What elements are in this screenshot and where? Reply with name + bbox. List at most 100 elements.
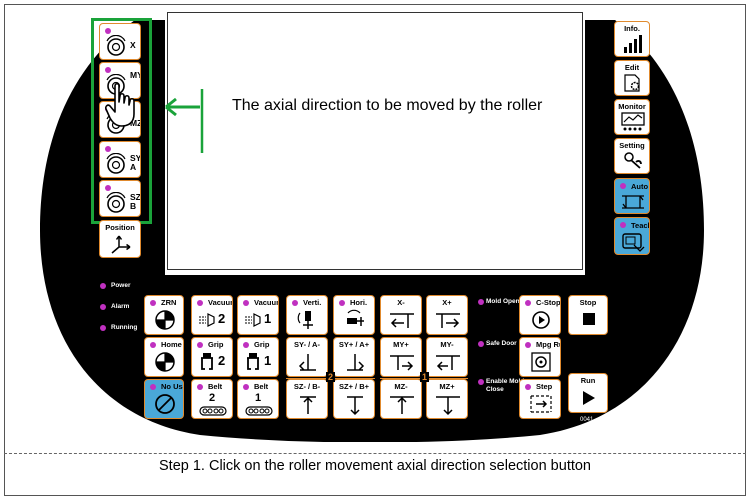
roller-icon: [106, 35, 126, 56]
safe-door-led: [478, 341, 484, 347]
roller-axis-sy-a-button[interactable]: SY A: [99, 141, 141, 178]
indicator-dot: [243, 342, 249, 348]
mold-open-label: Mold Open: [486, 298, 520, 305]
sy-minus-label: SY- / A-: [294, 340, 320, 349]
mz-plus-button[interactable]: MZ+: [426, 379, 468, 419]
target-icon: [155, 352, 175, 372]
axis-label: X: [130, 40, 136, 50]
grip-1-label: Grip: [254, 340, 270, 349]
home-label: Home: [161, 340, 182, 349]
conveyor-icon: [245, 406, 273, 416]
play-triangle-icon: [583, 391, 595, 405]
run-button[interactable]: Run: [568, 373, 608, 413]
indicator-dot: [150, 300, 156, 306]
belt-2-button[interactable]: Belt 2: [191, 379, 233, 419]
indicator-dot: [197, 342, 203, 348]
enable-mold-close-led: [478, 379, 484, 385]
sz-minus-b-minus-button[interactable]: SZ- / B-: [286, 379, 328, 419]
belt-1-button[interactable]: Belt 1: [237, 379, 279, 419]
indicator-dot: [525, 300, 531, 306]
grip-2-button[interactable]: Grip 2: [191, 337, 233, 377]
edit-button[interactable]: Edit: [614, 60, 650, 96]
bar-chart-icon: [624, 35, 642, 53]
mpg-run-label: Mpg Run: [536, 340, 560, 349]
indicator-dot: [620, 183, 626, 189]
c-stop-button[interactable]: C-Stop: [519, 295, 561, 335]
vacuum-1-button[interactable]: Vacuum 1: [237, 295, 279, 335]
axis-arrow-icon: [390, 355, 414, 371]
sz-plus-b-plus-button[interactable]: SZ+ / B+: [333, 379, 375, 419]
indicator-dot: [150, 342, 156, 348]
hori-button[interactable]: Hori.: [333, 295, 375, 335]
axis-arrow-icon: [436, 396, 460, 416]
figure-frame: [4, 4, 746, 496]
my-minus-button[interactable]: MY-: [426, 337, 468, 377]
hand-pointer-icon: [105, 82, 135, 127]
enable-mold-close-label: Enable Mold Close: [486, 378, 525, 393]
indicator-dot: [292, 300, 298, 306]
indicator-dot: [339, 300, 345, 306]
prohibited-icon: [155, 394, 175, 414]
conveyor-icon: [199, 406, 227, 416]
verti-button[interactable]: Verti.: [286, 295, 328, 335]
axis-arrow-icon: [390, 396, 414, 414]
alarm-led: [100, 304, 106, 310]
power-label: Power: [111, 282, 131, 289]
roller-axis-sz-b-button[interactable]: SZ B: [99, 180, 141, 217]
x-minus-button[interactable]: X-: [380, 295, 422, 335]
handwheel-icon: [531, 352, 551, 372]
x-plus-button[interactable]: X+: [426, 295, 468, 335]
serial-number: 0041: [580, 417, 594, 423]
zrn-button[interactable]: ZRN: [144, 295, 184, 335]
mz-plus-label: MZ+: [439, 382, 455, 391]
annotation-text: The axial direction to be moved by the r…: [232, 97, 543, 114]
step-caption: Step 1. Click on the roller movement axi…: [159, 458, 591, 474]
grip-1-button[interactable]: Grip 1: [237, 337, 279, 377]
vacuum-icon: [199, 313, 215, 327]
auto-cycle-icon: [622, 195, 644, 209]
roller-axis-x-button[interactable]: X: [99, 23, 141, 60]
axis-arrow-icon: [300, 396, 316, 414]
gripper-icon: [247, 353, 259, 370]
home-button[interactable]: Home: [144, 337, 184, 377]
mpg-run-button[interactable]: Mpg Run: [519, 337, 561, 377]
auto-label: Auto: [631, 182, 649, 191]
setting-button[interactable]: Setting: [614, 138, 650, 174]
belt-2-number: 2: [208, 392, 216, 404]
no-use-button[interactable]: No Use: [144, 379, 184, 419]
stop-square-icon: [583, 313, 595, 325]
axis-label: SY A: [130, 153, 141, 172]
c-stop-label: C-Stop: [536, 298, 561, 307]
sy-minus-a-minus-button[interactable]: SY- / A-: [286, 337, 328, 377]
x-plus-label: X+: [442, 298, 452, 307]
mold-open-led: [478, 299, 484, 305]
indicator-dot: [243, 384, 249, 390]
wrench-icon: [624, 152, 642, 169]
axis-arrow-icon: [390, 313, 414, 328]
monitor-button[interactable]: Monitor: [614, 99, 650, 135]
grip-2-label: Grip: [208, 340, 224, 349]
position-button[interactable]: Position: [99, 220, 141, 258]
running-label: Running: [111, 324, 138, 331]
step-button[interactable]: Step: [519, 379, 561, 419]
vacuum-2-button[interactable]: Vacuum 2: [191, 295, 233, 335]
sy-plus-a-plus-button[interactable]: SY+ / A+: [333, 337, 375, 377]
horizontal-posture-icon: [347, 309, 364, 326]
teach-button[interactable]: Teach: [614, 217, 650, 255]
auto-button[interactable]: Auto: [614, 178, 650, 214]
mz-minus-button[interactable]: MZ-: [380, 379, 422, 419]
my-plus-button[interactable]: MY+: [380, 337, 422, 377]
no-use-label: No Use: [161, 382, 183, 391]
roller-axis-my-button[interactable]: MY: [99, 62, 141, 99]
teach-label: Teach: [631, 221, 649, 230]
vacuum-1-label: Vacuum: [254, 298, 278, 307]
highlight-box: [91, 18, 152, 224]
axis-label: MZ: [130, 118, 140, 128]
setting-label: Setting: [619, 141, 645, 150]
stop-button[interactable]: Stop: [568, 295, 608, 335]
roller-icon: [106, 192, 126, 213]
run-label: Run: [580, 376, 596, 385]
info-button[interactable]: Info.: [614, 21, 650, 57]
cycle-stop-icon: [532, 311, 550, 329]
indicator-dot: [150, 384, 156, 390]
